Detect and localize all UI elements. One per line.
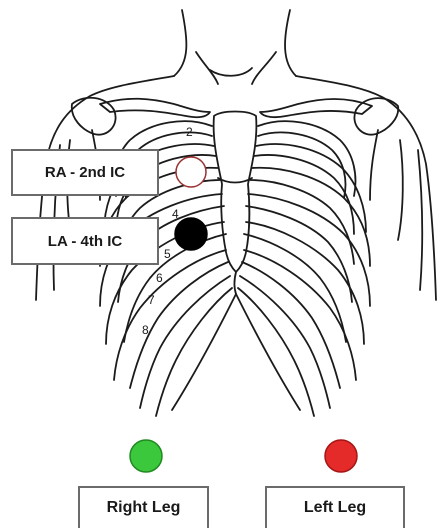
left-leg-label: Left Leg <box>304 499 366 517</box>
sternum <box>214 112 257 273</box>
rib-number: 8 <box>142 323 149 337</box>
right-clavicle <box>100 99 210 117</box>
left-leg-electrode <box>325 440 357 472</box>
la-label-box: LA - 4th IC <box>11 217 159 265</box>
la-electrode <box>175 218 207 250</box>
rib-number: 6 <box>156 271 163 285</box>
rib-number: 7 <box>148 293 155 307</box>
rib-number: 2 <box>186 125 193 139</box>
left-leg-label-box: Left Leg <box>265 486 405 528</box>
right-leg-label-box: Right Leg <box>78 486 209 528</box>
ra-label-box: RA - 2nd IC <box>11 149 159 196</box>
neck-outline <box>174 10 186 76</box>
rib-number: 5 <box>164 247 171 261</box>
right-leg-label: Right Leg <box>107 499 181 517</box>
right-leg-electrode <box>130 440 162 472</box>
torso-outline <box>296 76 436 300</box>
ra-label: RA - 2nd IC <box>45 164 125 181</box>
ra-electrode <box>176 157 206 187</box>
la-label: LA - 4th IC <box>48 233 122 250</box>
rib-number: 4 <box>172 207 179 221</box>
neck-outline <box>285 10 296 76</box>
